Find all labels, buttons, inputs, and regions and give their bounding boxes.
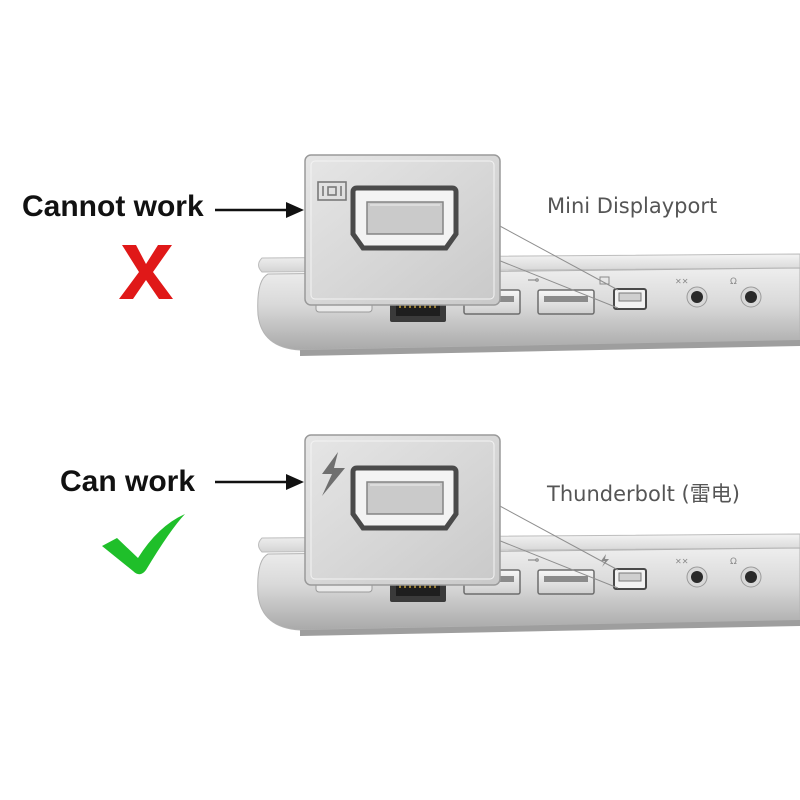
usb-icon bbox=[528, 278, 539, 282]
green-checkmark bbox=[102, 514, 185, 575]
headphone-port bbox=[740, 286, 762, 308]
port-name-label: Mini Displayport bbox=[547, 194, 718, 218]
mini-displayport-icon bbox=[317, 181, 347, 201]
red-x-mark bbox=[119, 245, 173, 299]
pointer-arrow bbox=[215, 202, 304, 218]
port-zoom-callout bbox=[304, 434, 501, 586]
mini-displayport-port bbox=[613, 288, 647, 310]
audio-in-icon: ✕✕ bbox=[675, 277, 688, 286]
pointer-arrow bbox=[215, 474, 304, 490]
audio-in-port bbox=[686, 286, 708, 308]
usb-icon bbox=[528, 558, 539, 562]
headphone-icon: Ω bbox=[730, 557, 737, 567]
audio-in-icon: ✕✕ bbox=[675, 557, 688, 566]
audio-in-port bbox=[686, 566, 708, 588]
thunderbolt-port bbox=[613, 568, 647, 590]
status-label: Cannot work bbox=[22, 190, 204, 223]
thunderbolt-small-icon bbox=[601, 554, 609, 567]
laptop-illustration: ✕✕ Ω bbox=[102, 434, 800, 636]
port-name-label: Thunderbolt (雷电) bbox=[547, 482, 740, 506]
thunderbolt-icon bbox=[322, 452, 345, 496]
laptop-illustration: ✕✕ Ω bbox=[119, 154, 800, 356]
usb-port bbox=[537, 569, 595, 595]
panel-thunderbolt: ✕✕ Ω Can work Thunderbolt (雷电) bbox=[0, 430, 800, 670]
usb-port bbox=[537, 289, 595, 315]
status-label: Can work bbox=[60, 465, 196, 498]
headphone-icon: Ω bbox=[730, 277, 737, 287]
headphone-port bbox=[740, 566, 762, 588]
port-zoom-callout bbox=[304, 154, 501, 306]
panel-mini-displayport: ✕✕ Ω bbox=[0, 150, 800, 390]
